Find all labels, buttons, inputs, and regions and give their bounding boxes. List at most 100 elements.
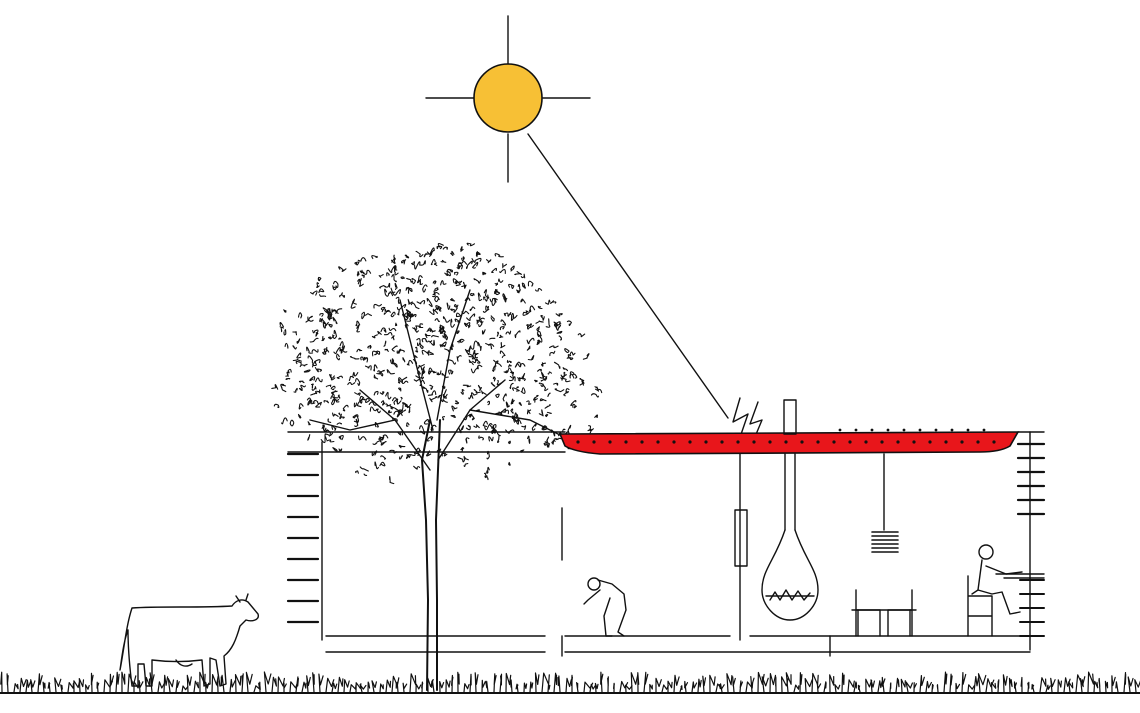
tree-leaf-cluster <box>297 312 303 319</box>
roof-fixing <box>640 440 644 444</box>
tree-leaf-cluster <box>386 272 390 277</box>
grass-tuft <box>816 682 822 693</box>
tree-leaf-cluster <box>354 261 360 266</box>
tree-leaf-cluster <box>352 414 359 419</box>
grass-tuft <box>967 684 976 693</box>
tree-leaf-cluster <box>478 435 484 441</box>
grass-tuft <box>745 681 754 693</box>
grass-tuft <box>847 679 855 693</box>
roof-fixing <box>800 440 804 444</box>
tree-leaf-cluster <box>380 400 386 406</box>
tree-leaf-cluster <box>292 345 297 350</box>
tree-leaf-cluster <box>332 329 338 339</box>
tree-leaf-cluster <box>332 285 338 291</box>
tree-leaf-cluster <box>419 425 426 435</box>
grass-tuft <box>870 679 875 693</box>
tree-leaf-cluster <box>491 267 498 274</box>
grass-tuft <box>367 681 371 693</box>
tree-leaf-cluster <box>422 284 428 293</box>
grass-tuft <box>637 672 640 693</box>
tree-leaf-cluster <box>379 461 386 467</box>
tree-leaf-cluster <box>496 331 500 337</box>
person-seated-icon <box>967 544 1045 637</box>
tree-leaf-cluster <box>582 353 590 360</box>
tree-leaf-cluster <box>339 292 343 298</box>
tree-leaf-cluster <box>421 349 430 355</box>
tree-leaf-cluster <box>411 260 416 266</box>
tree-leaf-cluster <box>527 409 532 413</box>
tree-leaf-cluster <box>486 259 492 264</box>
tree-leaf-cluster <box>527 323 534 328</box>
tree-leaf-cluster <box>507 440 511 445</box>
tree-leaf-cluster <box>389 358 395 365</box>
grass-tuft <box>1031 683 1035 693</box>
tree-leaf-cluster <box>446 302 451 310</box>
sun-disc <box>473 63 543 133</box>
grass-tuft <box>655 677 662 693</box>
roof-fixing <box>752 440 756 444</box>
tree-leaf-cluster <box>385 403 392 407</box>
tree-leaf-cluster <box>556 330 563 334</box>
tree-leaf-cluster <box>419 260 426 266</box>
tree-leaf-cluster <box>454 280 461 287</box>
tree-leaf-cluster <box>318 288 325 294</box>
grass-tuft <box>54 677 62 693</box>
grass-tuft <box>1098 677 1101 693</box>
tree-leaf-cluster <box>307 421 311 426</box>
tree-leaf-cluster <box>439 397 448 403</box>
grass-tuft <box>761 676 769 693</box>
grass-tuft <box>913 682 917 693</box>
tree-leaf-cluster <box>333 280 339 288</box>
tree-leaf-cluster <box>553 437 559 442</box>
tree-leaf-cluster <box>526 323 531 330</box>
tree-leaf-cluster <box>331 390 338 395</box>
tree-leaf-cluster <box>339 416 345 420</box>
tree-leaf-cluster <box>440 326 445 334</box>
tree-leaf-cluster <box>442 316 451 323</box>
tree-leaf-cluster <box>560 371 566 378</box>
tree-leaf-cluster <box>401 259 407 265</box>
roof-fixing <box>704 440 708 444</box>
tree-leaf-cluster <box>373 364 378 372</box>
grass-tuft <box>630 672 639 693</box>
tree-leaf-cluster <box>503 295 508 301</box>
tree-leaf-cluster <box>467 352 474 358</box>
tree-leaf-cluster <box>314 367 323 373</box>
tree-leaf-cluster <box>357 257 367 262</box>
tree-leaf-cluster <box>336 353 340 361</box>
grass-tuft <box>349 684 357 693</box>
tree-leaf-cluster <box>431 335 439 338</box>
grass-tuft <box>541 672 550 693</box>
tree-leaf-cluster <box>374 461 379 470</box>
grass-tuft <box>667 680 673 693</box>
grass-tuft <box>90 672 94 693</box>
tree-leaf-cluster <box>332 399 340 403</box>
tree-leaf-cluster <box>371 255 378 260</box>
tree-leaf-cluster <box>342 294 345 298</box>
tree-leaf-cluster <box>458 260 468 265</box>
grass-tuft <box>697 678 702 693</box>
tree-leaf-cluster <box>588 425 594 432</box>
tree-leaf-cluster <box>332 316 338 325</box>
grass-tuft <box>857 684 861 693</box>
tree-leaf-cluster <box>577 333 586 338</box>
tree-leaf-cluster <box>436 370 442 376</box>
tree-leaf-cluster <box>376 369 385 375</box>
tree-leaf-cluster <box>296 352 302 359</box>
grass-tuft <box>955 682 961 693</box>
grass-tuft <box>1079 678 1084 693</box>
tree-leaf-cluster <box>348 375 355 382</box>
tree-leaf-cluster <box>298 403 304 410</box>
grass-tuft <box>943 671 948 693</box>
tree-leaf-cluster <box>562 367 569 372</box>
roof-fixing <box>576 440 580 444</box>
tree-leaf-cluster <box>537 339 540 345</box>
tree-leaf-cluster <box>463 463 469 467</box>
tree-leaf-cluster <box>329 374 335 379</box>
roof-fixing <box>816 440 820 444</box>
tree-leaf-cluster <box>338 448 343 452</box>
tree-leaf-cluster <box>362 269 372 275</box>
roof-fixing <box>592 440 596 444</box>
tree-leaf-cluster <box>472 261 479 269</box>
tree-leaf-cluster <box>520 449 525 453</box>
